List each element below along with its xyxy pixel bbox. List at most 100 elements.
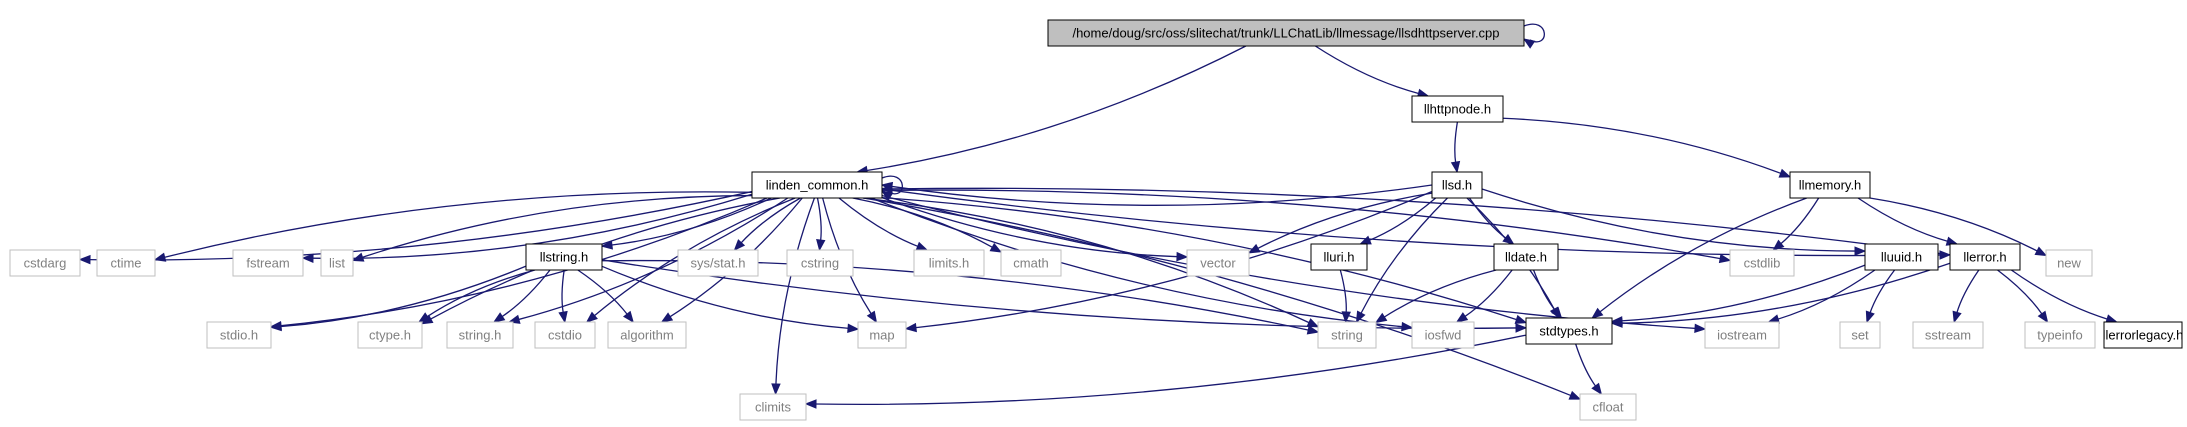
edge-linden_common-to-cmath <box>852 197 1003 253</box>
edge-line <box>361 194 753 259</box>
edge-linden_common-to-linden_common <box>880 175 903 201</box>
edge-arrowhead <box>904 322 917 333</box>
edge-line <box>1454 121 1459 164</box>
node-lldate[interactable]: lldate.h <box>1493 243 1559 271</box>
edge-llsd-to-map <box>904 190 1433 333</box>
edge-line <box>1256 192 1433 250</box>
edge-lldate-to-iosfwd <box>1455 269 1513 323</box>
edge-line <box>881 196 1518 321</box>
node-iostream: iostream <box>1704 321 1780 349</box>
node-stdtypes[interactable]: stdtypes.h <box>1525 317 1613 345</box>
node-lluuid[interactable]: lluuid.h <box>1864 243 1939 271</box>
node-box <box>1431 171 1483 199</box>
edge-llhttpnode-to-llmemory <box>1502 117 1792 178</box>
edge-line <box>1598 197 1807 313</box>
edge-line <box>1575 343 1597 388</box>
edge-llmemory-to-cstdlib <box>1772 197 1820 251</box>
node-box <box>357 321 423 349</box>
node-linden_common[interactable]: linden_common.h <box>751 171 883 199</box>
node-label: linden_common.h <box>766 178 869 193</box>
edge-line <box>577 269 629 316</box>
node-label: llerrorlegacy.h <box>2103 328 2184 343</box>
edge-llstring-to-stdtypes <box>601 259 1528 333</box>
node-label: set <box>1851 328 1869 343</box>
node-label: llsd.h <box>1442 178 1472 193</box>
edge-line <box>775 197 816 386</box>
node-llhttpnode[interactable]: llhttpnode.h <box>1411 95 1504 123</box>
edge-linden_common-to-ctime <box>153 191 753 262</box>
node-llsd[interactable]: llsd.h <box>1431 171 1483 199</box>
edge-arrowhead <box>622 310 634 324</box>
node-label: string.h <box>459 328 502 343</box>
edge-arrowhead <box>1306 325 1320 335</box>
node-cstring: cstring <box>786 249 854 277</box>
node-label: algorithm <box>620 328 673 343</box>
edge-arrowhead <box>866 310 878 324</box>
node-lluri[interactable]: lluri.h <box>1310 243 1368 271</box>
node-llerrorlegacy[interactable]: llerrorlegacy.h <box>2103 321 2184 349</box>
node-label: vector <box>1200 256 1236 271</box>
node-climits: climits <box>739 393 807 421</box>
node-box <box>1729 249 1795 277</box>
edge-line <box>88 190 753 261</box>
edge-arrowhead <box>733 239 746 251</box>
edge-arrowhead <box>816 239 826 252</box>
edge-arrowhead <box>1359 235 1372 245</box>
node-label: llhttpnode.h <box>1424 102 1491 117</box>
node-ctime: ctime <box>96 249 156 277</box>
edge-linden_common-to-cfloat <box>863 197 1582 400</box>
edge-line <box>1857 197 1949 243</box>
edge-lluuid-to-set <box>1865 269 1896 324</box>
node-label: stdio.h <box>220 328 258 343</box>
node-box <box>1912 321 1984 349</box>
edge-line <box>1360 197 1448 315</box>
edge-arrowhead <box>1355 310 1366 324</box>
edge-arrowhead <box>660 312 674 323</box>
node-box <box>9 249 81 277</box>
edge-linden_common-to-climits <box>771 197 816 396</box>
node-box <box>751 171 883 199</box>
edge-lldate-to-string <box>1374 269 1497 324</box>
node-label: ctime <box>110 256 141 271</box>
edge-line <box>1339 269 1347 314</box>
edge-linden_common-to-cstdlib <box>881 189 1732 264</box>
edge-arrowhead <box>1610 318 1623 328</box>
edge-llstring-to-map <box>601 265 860 333</box>
edge-line <box>1481 188 1857 252</box>
node-box <box>96 249 156 277</box>
edge-arrowhead <box>417 312 431 323</box>
node-label: iostream <box>1717 328 1767 343</box>
node-sstream: sstream <box>1912 321 1984 349</box>
node-llmemory[interactable]: llmemory.h <box>1789 171 1871 199</box>
edge-line <box>863 197 1572 397</box>
edge-line <box>1368 197 1437 242</box>
node-set: set <box>1839 321 1881 349</box>
node-label: cfloat <box>1592 400 1623 415</box>
edge-arrowhead <box>1551 306 1563 320</box>
edge-llsd-to-vector <box>1247 192 1433 254</box>
node-vector: vector <box>1186 249 1250 277</box>
node-label: string <box>1331 328 1363 343</box>
node-llstring[interactable]: llstring.h <box>525 243 603 271</box>
node-llerror[interactable]: llerror.h <box>1949 243 2021 271</box>
edge-line <box>852 197 994 249</box>
edge-arrowhead <box>804 399 817 409</box>
node-root[interactable]: /home/doug/src/oss/slitechat/trunk/LLCha… <box>1047 19 1525 47</box>
node-box <box>1186 249 1250 277</box>
edge-arrowhead <box>1374 312 1388 324</box>
edge-lluri-to-string <box>1339 269 1351 324</box>
edge-line <box>279 197 768 327</box>
edge-line <box>881 175 903 195</box>
edge-arrowhead <box>2034 246 2048 257</box>
node-box <box>1949 243 2021 271</box>
edge-line <box>890 187 1951 256</box>
node-label: stdtypes.h <box>1539 324 1598 339</box>
node-label: lluri.h <box>1323 250 1354 265</box>
edge-line <box>1502 117 1782 175</box>
node-label: iosfwd <box>1425 328 1462 343</box>
node-stringh: string.h <box>446 321 514 349</box>
node-label: new <box>2057 256 2081 271</box>
node-label: sys/stat.h <box>691 256 746 271</box>
edge-line <box>163 191 753 259</box>
node-label: lldate.h <box>1505 250 1547 265</box>
